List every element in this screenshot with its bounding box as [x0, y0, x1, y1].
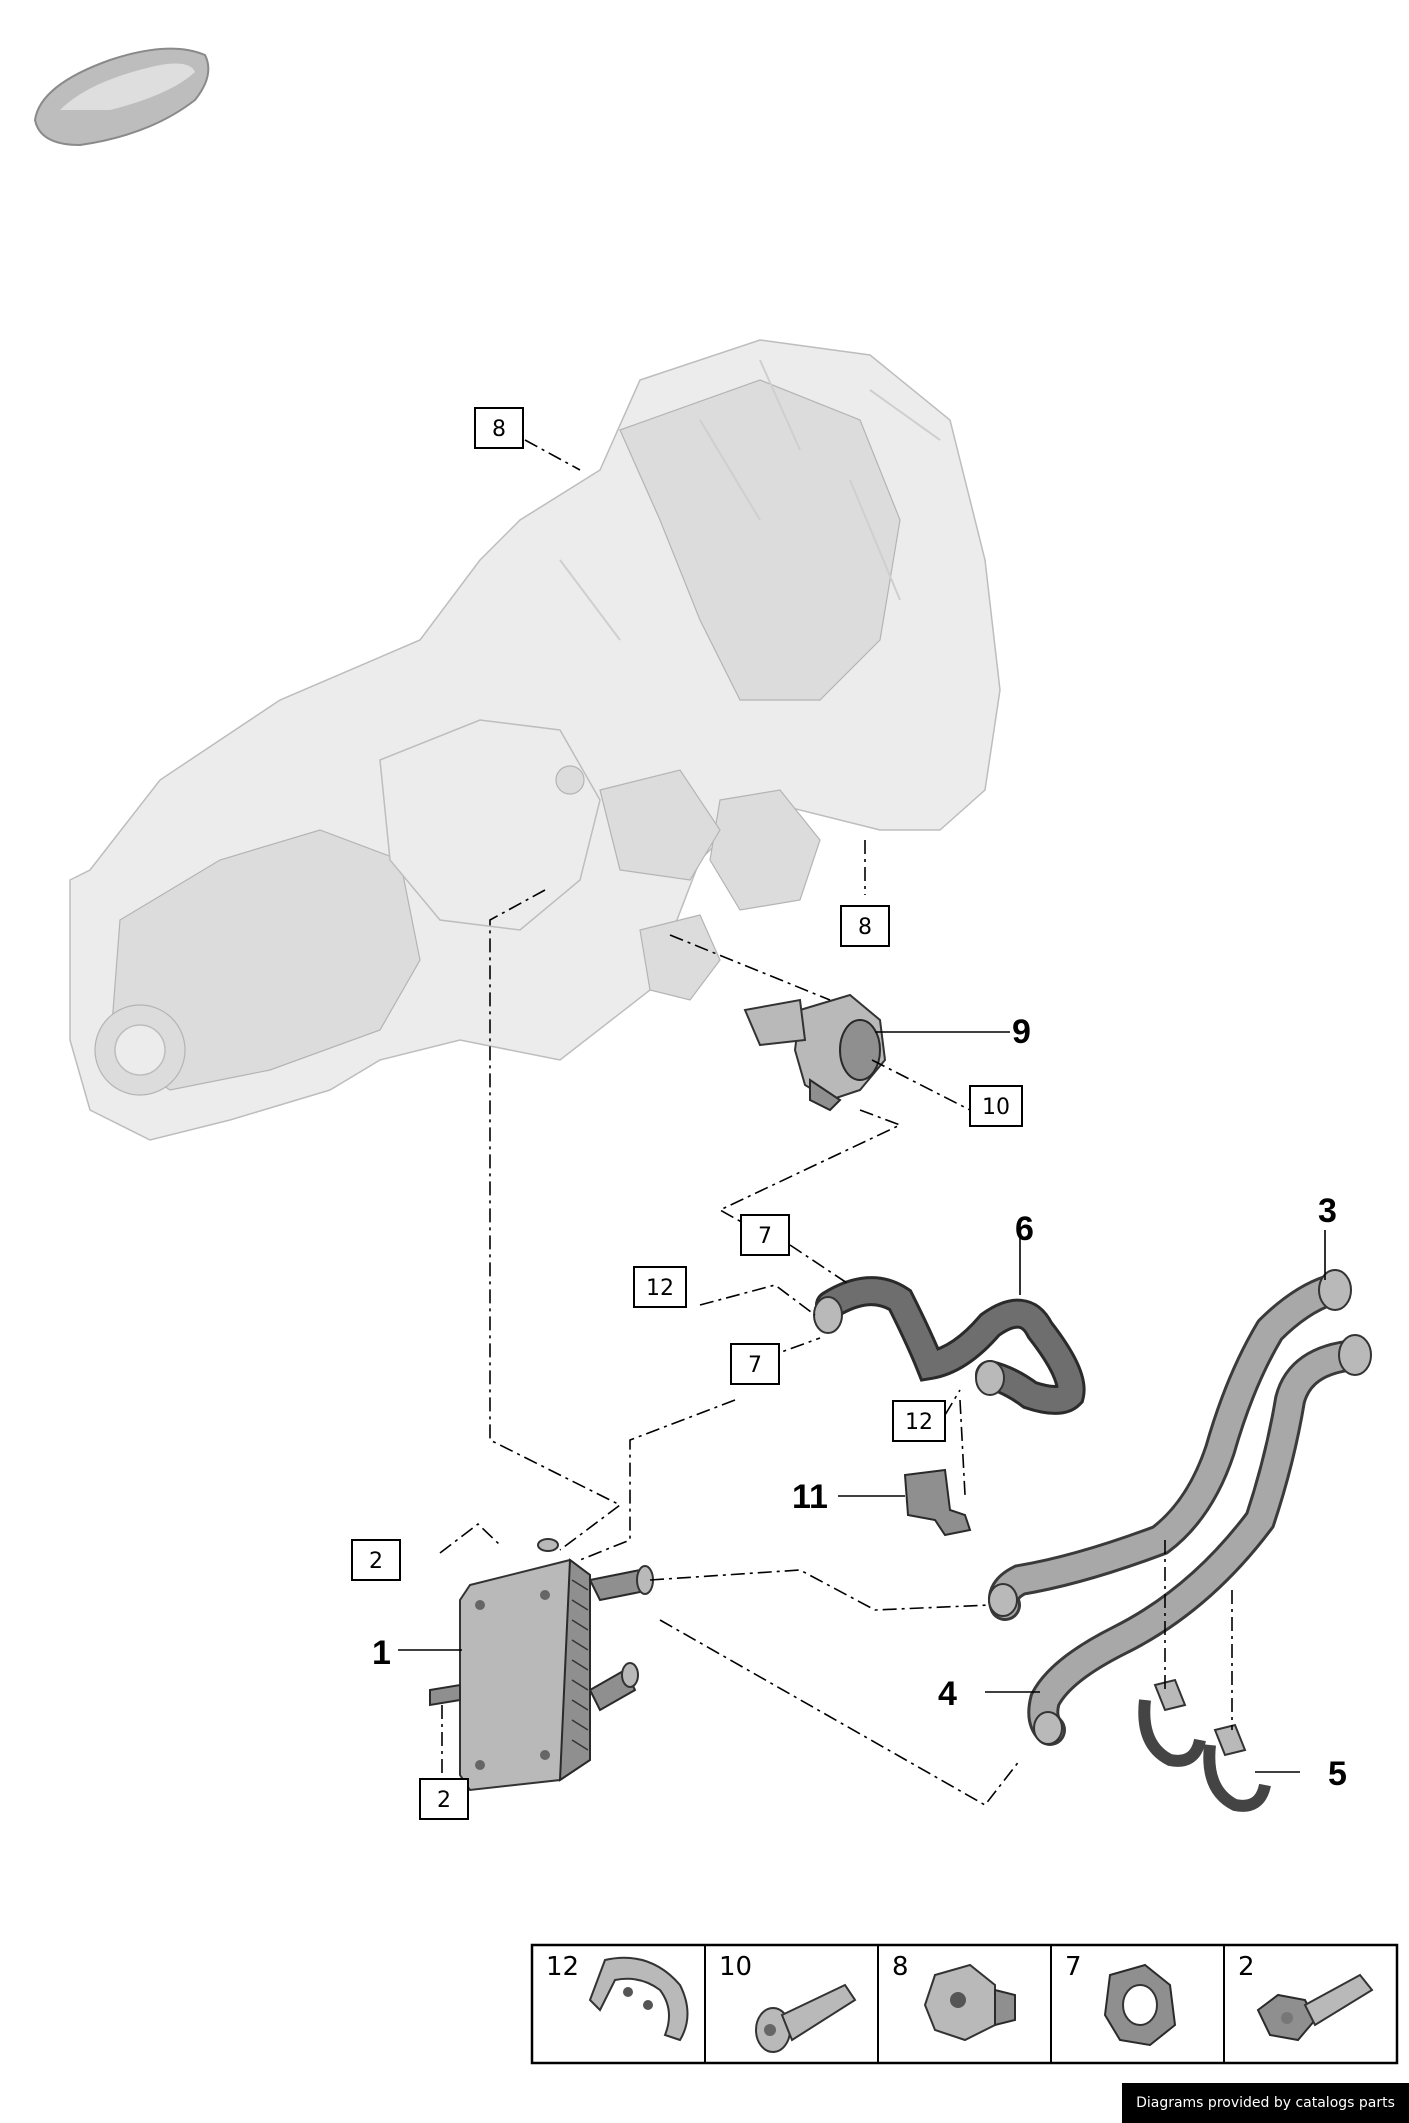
svg-text:8: 8 — [492, 417, 506, 442]
pump-9 — [743, 993, 887, 1112]
callout-6: 6 — [1015, 1210, 1034, 1248]
legend-num-10: 10 — [719, 1952, 752, 1982]
svg-text:12: 12 — [646, 1276, 674, 1301]
callout-box-8-top: 8 — [474, 407, 524, 449]
hose-3 — [988, 1269, 1352, 1621]
legend-seal-ring-7 — [1103, 1963, 1177, 2047]
callout-3: 3 — [1318, 1192, 1337, 1230]
legend-plug-8 — [923, 1963, 1016, 2042]
callout-box-8-right: 8 — [840, 905, 890, 947]
svg-text:10: 10 — [982, 1095, 1010, 1120]
callout-5: 5 — [1328, 1755, 1347, 1793]
transmission-housing — [69, 339, 1001, 1141]
legend-bolt-2 — [1256, 1973, 1374, 2042]
callout-box-12-upper: 12 — [633, 1266, 687, 1308]
leader-lines — [398, 439, 1326, 1807]
svg-text:7: 7 — [748, 1353, 762, 1378]
clamp-5 — [1138, 1678, 1271, 1812]
hose-6 — [813, 1276, 1086, 1415]
vehicle-thumbnail — [33, 47, 210, 147]
callout-box-2-upper: 2 — [351, 1539, 401, 1581]
footer-credit: Diagrams provided by catalogs parts — [1122, 2083, 1409, 2123]
svg-text:2: 2 — [369, 1549, 383, 1574]
hose-4 — [1027, 1334, 1372, 1746]
svg-text:8: 8 — [858, 915, 872, 940]
svg-text:7: 7 — [758, 1224, 772, 1249]
callout-box-10: 10 — [969, 1085, 1023, 1127]
callout-box-7-lower: 7 — [730, 1343, 780, 1385]
legend-num-8: 8 — [892, 1952, 909, 1982]
oil-cooler-1 — [429, 1538, 654, 1792]
svg-text:2: 2 — [437, 1788, 451, 1813]
legend-bolt-10 — [755, 1983, 857, 2053]
callout-box-7-upper: 7 — [740, 1214, 790, 1256]
legend-clip-12 — [588, 1956, 689, 2042]
legend-num-12: 12 — [546, 1952, 579, 1982]
fastener-legend: 12 10 8 7 2 — [530, 1943, 1399, 2065]
legend-num-2: 2 — [1238, 1952, 1255, 1982]
callout-box-2-lower: 2 — [419, 1778, 469, 1820]
callout-box-12-lower: 12 — [892, 1400, 946, 1442]
callout-1: 1 — [372, 1634, 391, 1672]
callout-9: 9 — [1012, 1013, 1031, 1051]
bracket-11 — [903, 1468, 972, 1537]
legend-num-7: 7 — [1065, 1952, 1082, 1982]
callout-11: 11 — [792, 1478, 828, 1516]
svg-text:12: 12 — [905, 1410, 933, 1435]
callout-4: 4 — [938, 1675, 957, 1713]
